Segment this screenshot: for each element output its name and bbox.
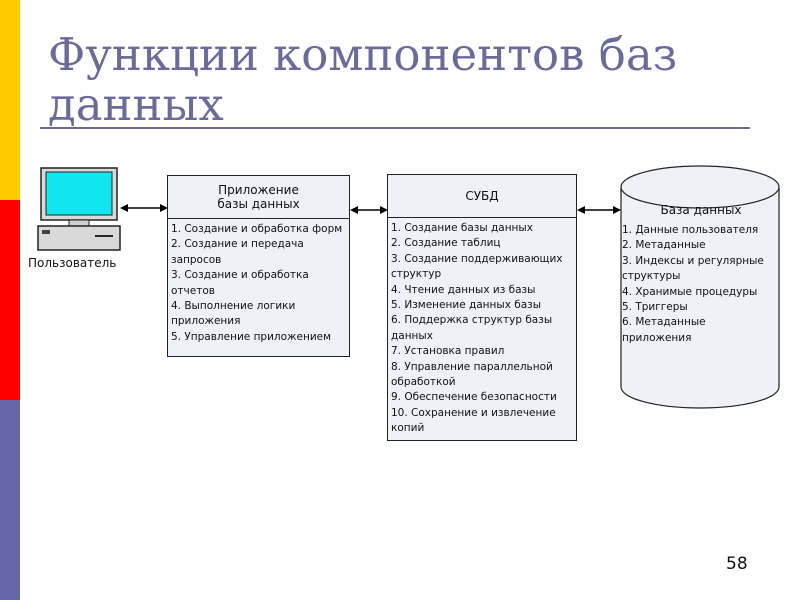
- list-item: 5. Изменение данных базы: [391, 299, 542, 312]
- user-label: Пользователь: [28, 256, 117, 270]
- arrow-app-dbms: [350, 206, 388, 214]
- accent-bar-red: [0, 200, 20, 400]
- application-box: Приложение базы данных 1. Создание и обр…: [167, 175, 350, 357]
- dbms-functions-list: 1. Создание базы данных 2. Создание табл…: [388, 218, 576, 437]
- database-title: База данных: [660, 203, 742, 217]
- list-item: 7. Установка правил: [391, 345, 505, 358]
- list-item: 1. Создание и обработка форм: [171, 223, 343, 235]
- list-item: 3. Создание и обработка отчетов: [171, 269, 309, 297]
- database-cylinder-icon: [620, 165, 780, 409]
- list-item: 4. Хранимые процедуры: [622, 285, 758, 298]
- list-item: 4. Выполнение логики приложения: [171, 300, 296, 328]
- computer-icon: [37, 167, 121, 251]
- list-item: 5. Управление приложением: [171, 330, 332, 343]
- application-box-header: Приложение базы данных: [168, 176, 349, 219]
- list-item: 1. Создание базы данных: [391, 222, 533, 234]
- list-item: 2. Создание таблиц: [391, 237, 501, 250]
- page-number: 58: [726, 554, 748, 574]
- list-item: 5. Триггеры: [622, 301, 688, 314]
- list-item: 4. Чтение данных из базы: [391, 283, 536, 296]
- dbms-box: СУБД 1. Создание базы данных 2. Создание…: [387, 174, 577, 441]
- list-item: 10. Сохранение и извлечение копий: [391, 406, 556, 435]
- list-item: 2. Метаданные: [622, 239, 706, 252]
- list-item: 3. Индексы и регулярные структуры: [622, 254, 764, 283]
- list-item: 6. Метаданные приложения: [622, 316, 706, 344]
- list-item: 1. Данные пользователя: [622, 224, 759, 236]
- dbms-box-header: СУБД: [388, 175, 576, 218]
- arrow-dbms-db: [577, 206, 621, 214]
- list-item: 6. Поддержка структур базы данных: [391, 314, 553, 342]
- application-title-line2: базы данных: [217, 197, 300, 211]
- database-contents-list: 1. Данные пользователя 2. Метаданные 3. …: [622, 223, 778, 346]
- dbms-title: СУБД: [465, 189, 499, 203]
- list-item: 3. Создание поддерживающих структур: [391, 252, 563, 281]
- arrow-user-app: [120, 204, 168, 212]
- accent-bar-yellow: [0, 0, 20, 200]
- list-item: 8. Управление параллельной обработкой: [391, 360, 553, 389]
- application-title-line1: Приложение: [218, 183, 299, 197]
- accent-bar-purple: [0, 400, 20, 600]
- application-functions-list: 1. Создание и обработка форм 2. Создание…: [168, 219, 349, 345]
- list-item: 2. Создание и передача запросов: [171, 238, 304, 266]
- slide-title: Функции компонентов баз данных: [48, 28, 678, 131]
- title-underline: [40, 127, 750, 129]
- list-item: 9. Обеспечение безопасности: [391, 391, 557, 404]
